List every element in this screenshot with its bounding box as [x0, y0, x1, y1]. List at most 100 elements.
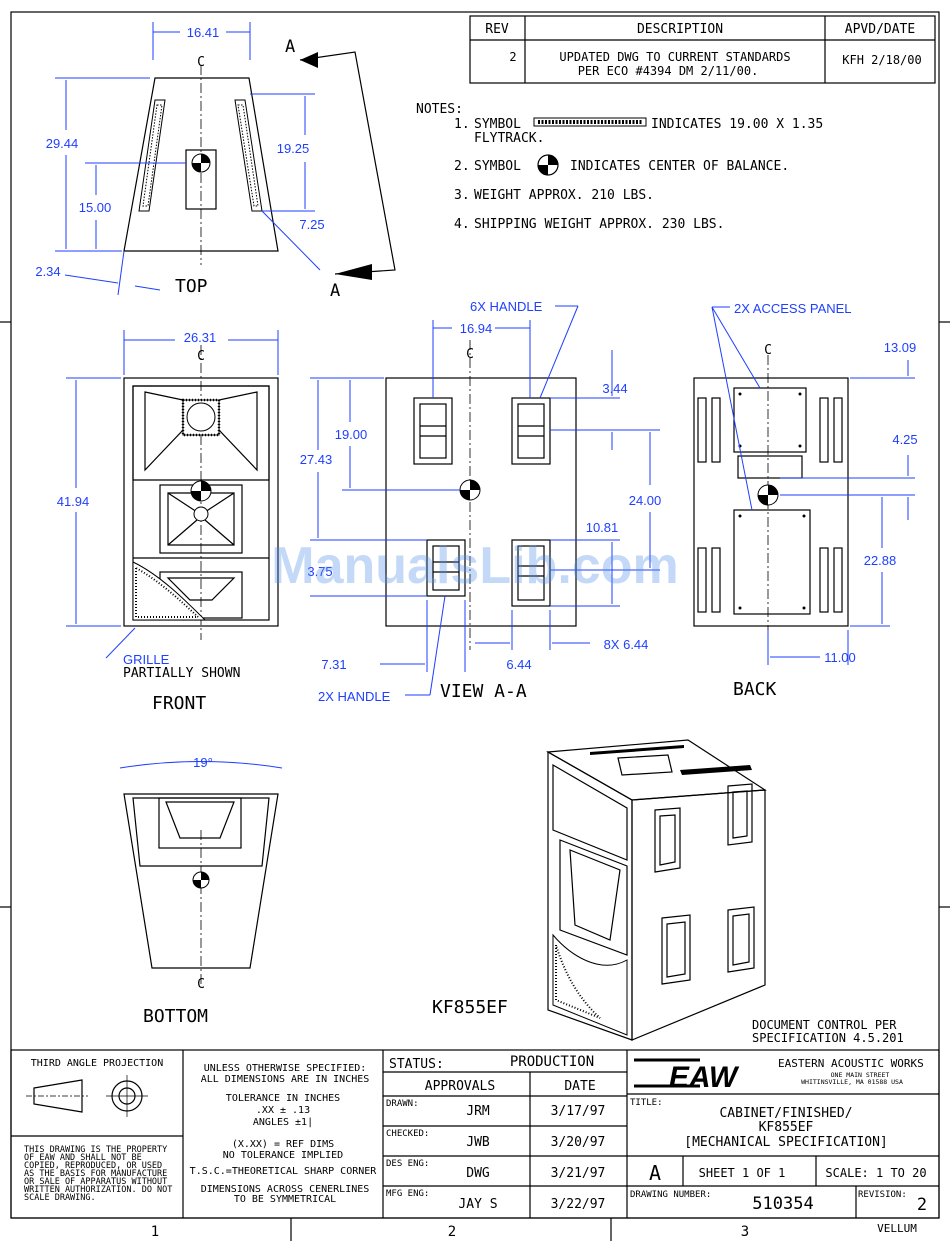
- dim-front-width: 26.31: [184, 330, 217, 345]
- status-label: STATUS:: [389, 1057, 444, 1072]
- title-line2: KF855EF: [759, 1120, 814, 1135]
- note-2-text-a: SYMBOL: [474, 159, 521, 174]
- note-3-text: WEIGHT APPROX. 210 LBS.: [474, 188, 654, 203]
- back-view: C BACK 2X ACCESS PANEL 13.09 4.25: [693, 301, 918, 700]
- iso-view: KF855EF: [432, 739, 767, 1041]
- notes-label: NOTES:: [416, 102, 463, 117]
- approved-value: KFH 2/18/00: [842, 53, 921, 67]
- dim-top-height: 29.44: [46, 136, 79, 151]
- tolerance-line: .XX ± .13: [256, 1105, 310, 1116]
- bottom-centerline-mark: C: [197, 977, 205, 992]
- title-block: THIRD ANGLE PROJECTION THIS DRAWING IS T…: [10, 1049, 940, 1219]
- drawing-size: A: [649, 1161, 661, 1185]
- dim-back-low: 22.88: [864, 553, 897, 568]
- tolerance-line: TO BE SYMMETRICAL: [234, 1194, 336, 1205]
- date-label: DATE: [564, 1079, 595, 1094]
- notes: NOTES: 1. SYMBOL INDICATES 19.00 X 1.35 …: [416, 102, 823, 232]
- dim-aa-handle8: 8X 6.44: [604, 637, 649, 652]
- top-view: C A A TOP 16.41 29.44 15.00 19.25: [35, 22, 396, 301]
- company-address-2: WHITINSVILLE, MA 01588 USA: [801, 1078, 903, 1086]
- back-view-label: BACK: [733, 679, 777, 700]
- property-text-line: OF EAW AND SHALL NOT BE: [24, 1153, 142, 1163]
- bottom-balance-icon: [192, 871, 210, 889]
- bottom-view-label: BOTTOM: [143, 1006, 208, 1027]
- note-4-num: 4.: [454, 217, 470, 232]
- back-centerline-mark: C: [764, 343, 772, 358]
- title-label: TITLE:: [630, 1098, 663, 1108]
- section-mark-top: A: [285, 37, 295, 57]
- approval-role: MFG ENG:: [386, 1189, 429, 1199]
- drawing-number-label: DRAWING NUMBER:: [630, 1190, 711, 1200]
- dim-top-flytrack: 19.25: [277, 141, 310, 156]
- vellum-label: VELLUM: [877, 1222, 917, 1235]
- eaw-logo: EAW: [634, 1058, 772, 1094]
- status-value: PRODUCTION: [510, 1054, 594, 1070]
- tolerance-line: T.S.C.=THEORETICAL SHARP CORNER: [190, 1166, 378, 1177]
- grille-label2: PARTIALLY SHOWN: [123, 666, 240, 681]
- property-text-line: SCALE DRAWING.: [24, 1193, 96, 1203]
- view-aa: C VIEW A-A 6X HANDLE 2X HANDLE: [300, 299, 662, 704]
- doc-control-line1: DOCUMENT CONTROL PER: [752, 1018, 897, 1032]
- approval-date: 3/17/97: [551, 1104, 606, 1119]
- company-name: EASTERN ACOUSTIC WORKS: [778, 1057, 924, 1070]
- aa-balance-icon: [459, 479, 481, 501]
- watermark: ManualsLib.com: [271, 537, 678, 595]
- front-view-label: FRONT: [152, 693, 206, 714]
- revision-label: REVISION:: [858, 1190, 907, 1200]
- handle-icon: [413, 397, 453, 465]
- dim-aa-left: 7.31: [321, 657, 346, 672]
- zone-2: 2: [448, 1224, 456, 1240]
- center-of-balance-icon: [537, 154, 559, 176]
- drawing-number: 510354: [752, 1194, 813, 1214]
- tolerance-line: (X.XX) = REF DIMS: [232, 1139, 334, 1150]
- property-text-line: WRITTEN AUTHORIZATION. DO NOT: [24, 1185, 172, 1195]
- dim-bottom-angle: 19°: [193, 755, 213, 770]
- handle-2x-label: 2X HANDLE: [318, 689, 391, 704]
- tolerance-line: NO TOLERANCE IMPLIED: [223, 1150, 343, 1161]
- approval-row: MFG ENG: JAY S 3/22/97: [386, 1189, 605, 1212]
- note-4-text: SHIPPING WEIGHT APPROX. 230 LBS.: [474, 217, 724, 232]
- handle-icon: [511, 397, 551, 465]
- dim-back-width: 11.00: [824, 650, 856, 665]
- title-line3: [MECHANICAL SPECIFICATION]: [684, 1135, 888, 1150]
- approval-date: 3/21/97: [551, 1166, 606, 1181]
- projection-label: THIRD ANGLE PROJECTION: [31, 1058, 163, 1069]
- access-panel-label: 2X ACCESS PANEL: [734, 301, 852, 316]
- approval-date: 3/22/97: [551, 1197, 606, 1212]
- handle-6x-label: 6X HANDLE: [470, 299, 543, 314]
- top-balance-icon: [191, 153, 211, 173]
- front-view: C FRONT GRILLE PARTIALLY SHOWN 26.31 41.…: [57, 330, 279, 714]
- aa-centerline-mark: C: [466, 347, 474, 362]
- back-balance-icon: [757, 484, 779, 506]
- property-text-line: THIS DRAWING IS THE PROPERTY: [24, 1145, 167, 1155]
- flytrack-symbol-icon: [533, 117, 647, 127]
- revision-table: REV DESCRIPTION APVD/DATE 2 UPDATED DWG …: [469, 15, 936, 84]
- tolerance-line: DIMENSIONS ACROSS CENERLINES: [201, 1184, 370, 1195]
- approval-name: JRM: [466, 1104, 490, 1119]
- drawing-scale: SCALE: 1 TO 20: [825, 1166, 926, 1180]
- property-text-line: AS THE BASIS FOR MANUFACTURE: [24, 1169, 167, 1179]
- approval-name: DWG: [466, 1166, 490, 1181]
- top-centerline-mark: C: [197, 55, 205, 70]
- front-balance-icon: [190, 480, 212, 502]
- company-logo-text: EAW: [669, 1061, 740, 1094]
- approval-role: CHECKED:: [386, 1129, 429, 1139]
- dim-back-top: 13.09: [884, 340, 917, 355]
- rev-value: 2: [509, 50, 516, 64]
- approval-row: DRAWN: JRM 3/17/97: [386, 1099, 605, 1119]
- grille-label: GRILLE: [123, 652, 170, 667]
- bottom-view: C 19° BOTTOM: [119, 755, 283, 1027]
- dim-top-offset: 15.00: [79, 200, 112, 215]
- approved-header: APVD/DATE: [845, 22, 915, 37]
- dim-aa-width: 16.94: [460, 321, 493, 336]
- tolerance-line: ANGLES ±1|: [253, 1117, 313, 1128]
- property-text-line: OR SALE OF APPARATUS WITHOUT: [24, 1177, 167, 1187]
- description-line1: UPDATED DWG TO CURRENT STANDARDS: [559, 50, 790, 64]
- approvals-label: APPROVALS: [425, 1079, 495, 1094]
- approval-name: JAY S: [458, 1197, 497, 1212]
- dim-front-height: 41.94: [57, 494, 90, 509]
- rev-header: REV: [485, 22, 509, 37]
- note-1-text-c: FLYTRACK.: [474, 131, 544, 146]
- description-header: DESCRIPTION: [637, 22, 723, 37]
